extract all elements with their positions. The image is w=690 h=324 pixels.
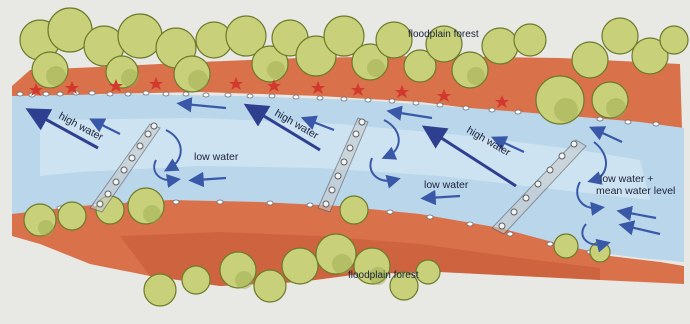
label-low-water-2: low water — [424, 179, 469, 191]
label-low-water-1: low water — [194, 151, 239, 163]
label-low-water-mean-line1: low water + — [600, 173, 653, 185]
label-low-water-mean-line2: mean water level — [596, 185, 675, 197]
label-floodplain-forest-top: floodplain forest — [408, 29, 479, 40]
label-floodplain-forest-bottom: floodplain forest — [348, 270, 419, 281]
